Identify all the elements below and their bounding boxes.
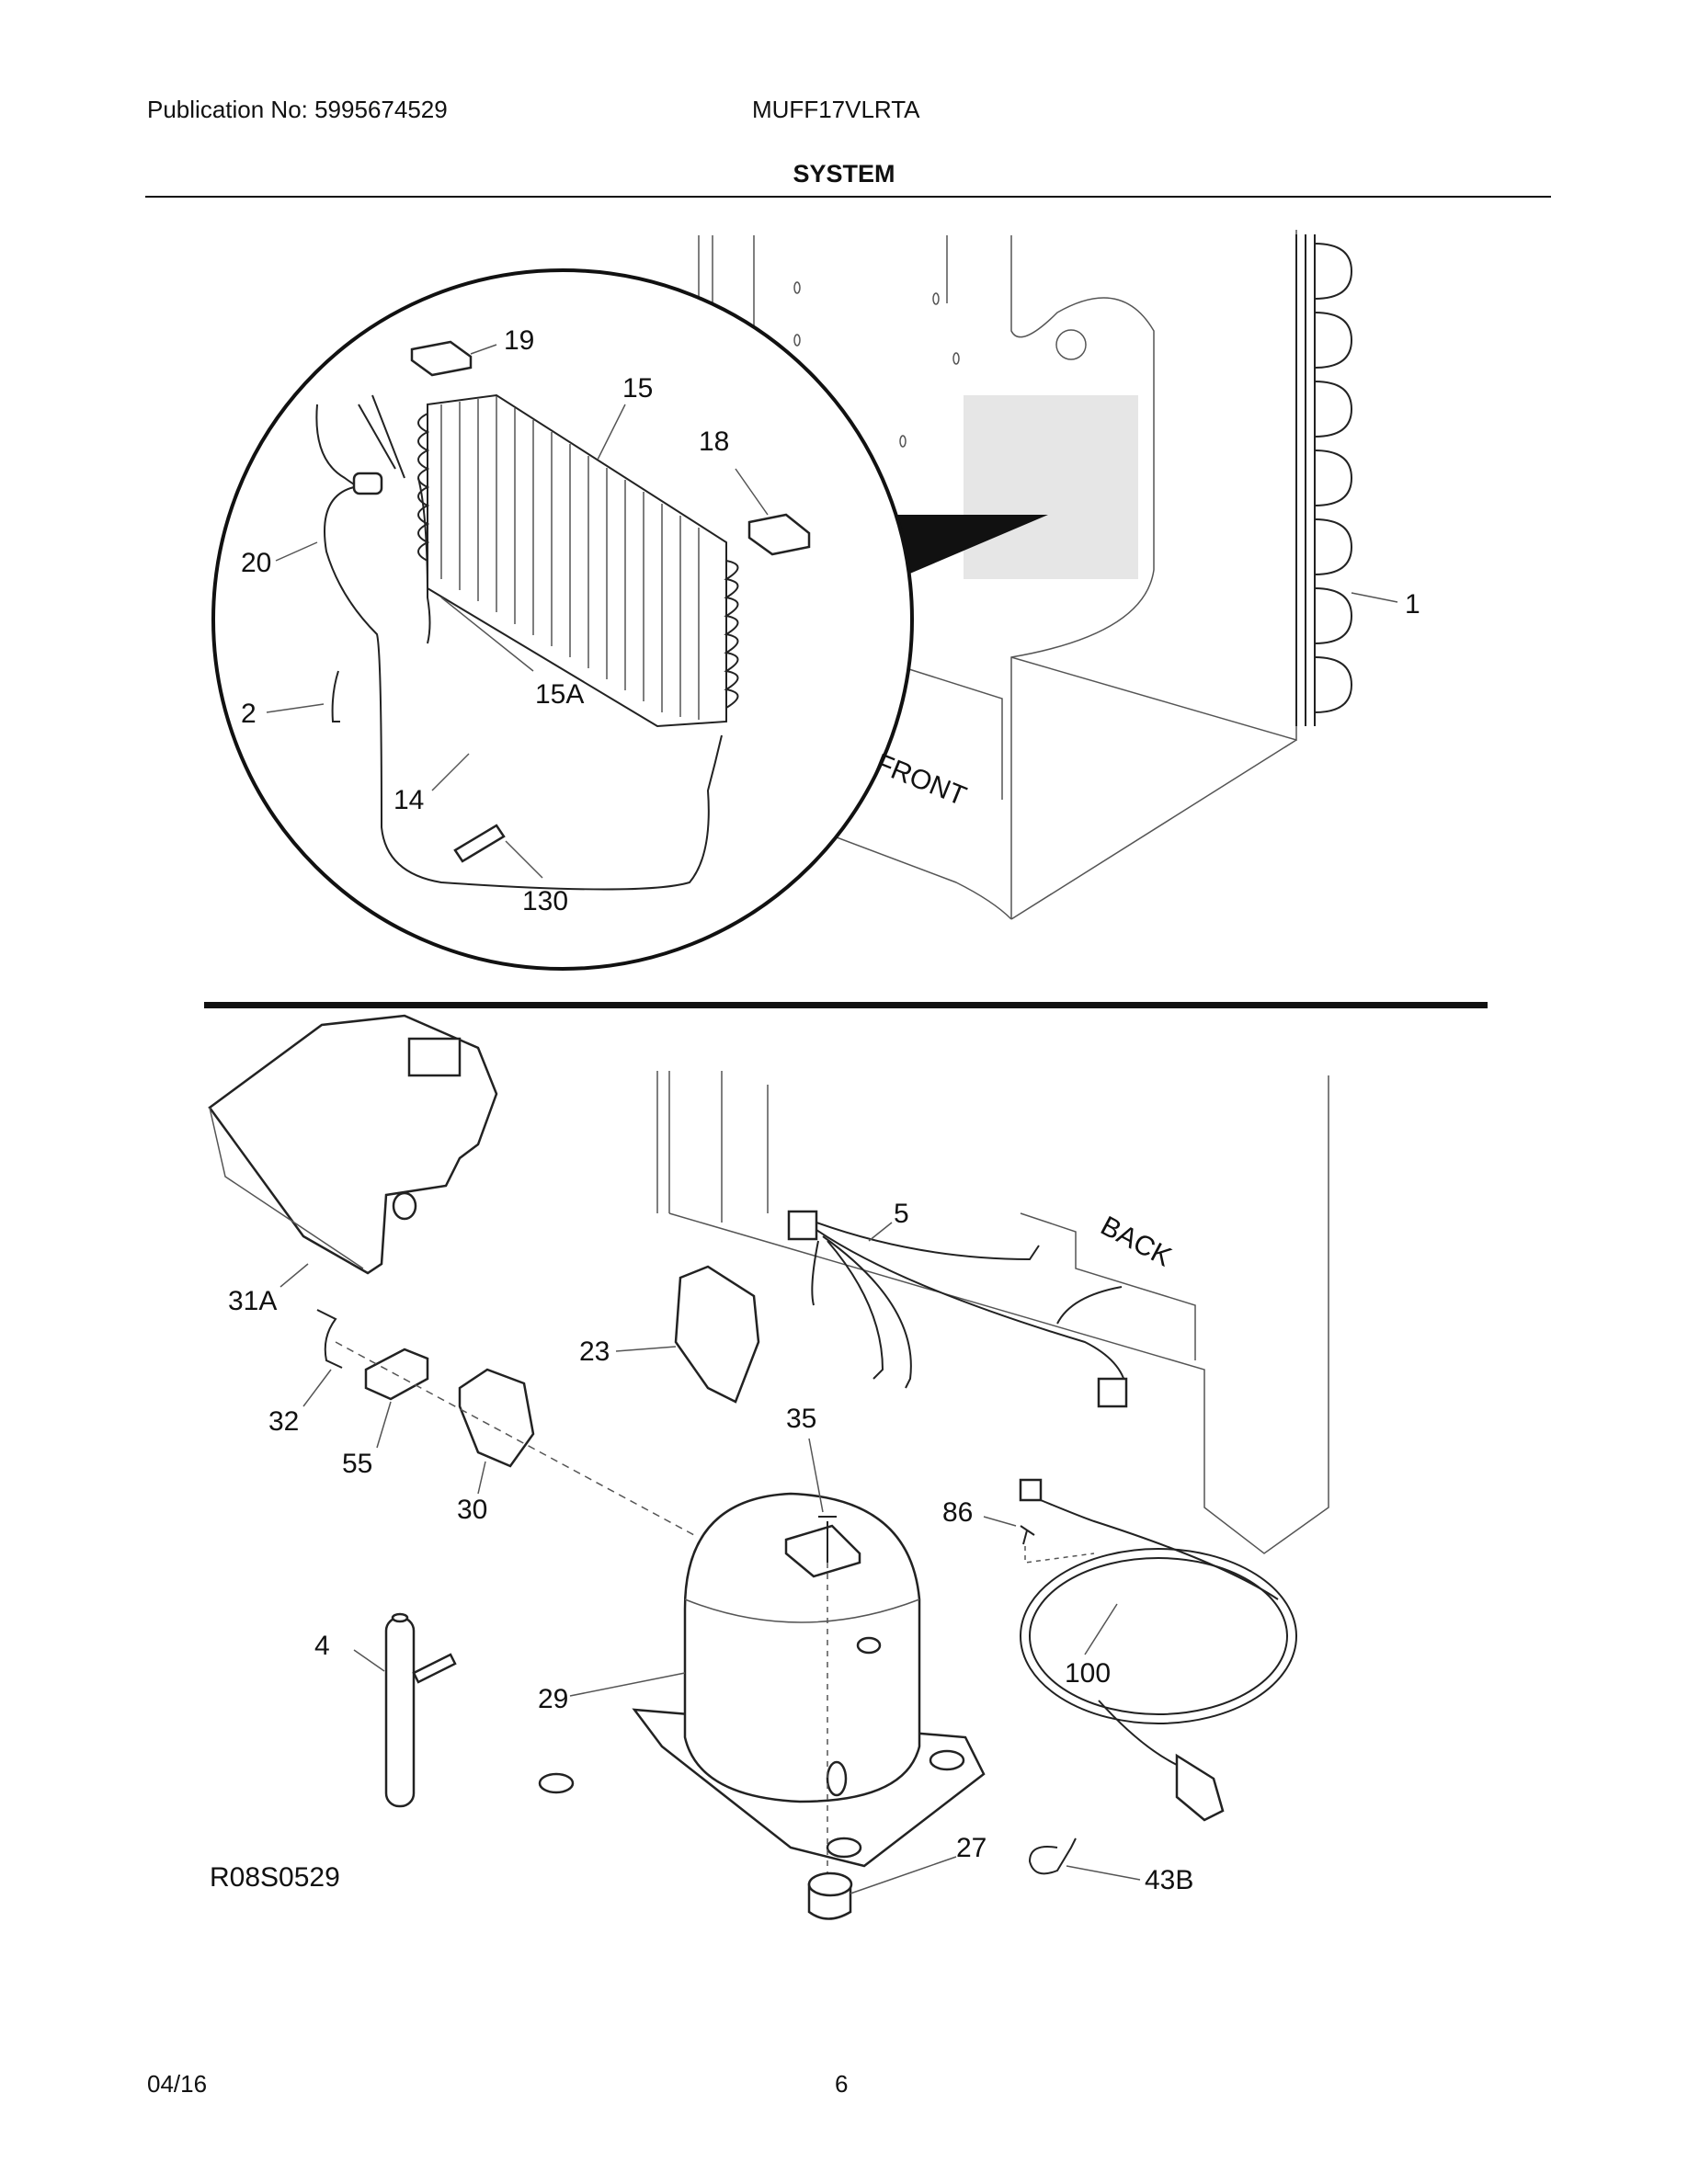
back-label: BACK: [1096, 1211, 1177, 1272]
leader-1: [1351, 592, 1398, 603]
callout-43b: 43B: [1145, 1865, 1193, 1895]
callout-30: 30: [457, 1495, 487, 1525]
publication-number: Publication No: 5995674529: [147, 96, 448, 123]
part-43b: [1028, 1837, 1077, 1875]
part-27: [807, 1871, 853, 1920]
dashed-mount-line: [335, 1341, 695, 1536]
part-130: [453, 824, 506, 863]
leader-15a: [440, 597, 534, 672]
section-title: SYSTEM: [793, 160, 895, 188]
part-31a: [208, 1014, 498, 1275]
compressor: [538, 1492, 986, 1868]
leader-35: [808, 1438, 824, 1513]
drawing-number: R08S0529: [210, 1862, 340, 1893]
leader-14: [431, 753, 470, 791]
wiring-harness-upper: [315, 394, 723, 891]
leader-18: [735, 468, 769, 516]
leader-20: [275, 541, 318, 562]
leader-19: [470, 344, 497, 355]
callout-2: 2: [241, 699, 257, 729]
section-divider: [204, 1002, 1488, 1008]
callout-14: 14: [393, 785, 424, 815]
callout-55: 55: [342, 1449, 372, 1479]
wire-harness: [787, 1210, 1128, 1408]
part-19: [410, 340, 473, 377]
leader-100: [1084, 1603, 1118, 1655]
part-4: [384, 1612, 457, 1808]
leader-4: [353, 1649, 385, 1672]
callout-15: 15: [622, 373, 653, 404]
callout-23: 23: [579, 1337, 610, 1367]
callout-20: 20: [241, 548, 271, 578]
leader-43b: [1066, 1865, 1141, 1881]
leader-32: [302, 1369, 332, 1407]
cabinet-back-outline: [656, 1071, 1329, 1554]
part-2: [331, 670, 340, 722]
leader-23: [615, 1346, 677, 1352]
part-35: [818, 1516, 837, 1563]
callout-1: 1: [1405, 589, 1420, 620]
part-86: [1020, 1525, 1035, 1545]
callout-31a: 31A: [228, 1286, 277, 1316]
footer-date: 04/16: [147, 2070, 208, 2098]
callout-27: 27: [956, 1833, 987, 1863]
leader-27: [850, 1856, 957, 1894]
leader-55: [376, 1401, 392, 1449]
leader-31a: [279, 1263, 309, 1288]
part-100: [1019, 1478, 1297, 1822]
callout-32: 32: [268, 1406, 299, 1437]
part-18: [747, 513, 811, 556]
callout-4: 4: [314, 1631, 330, 1661]
title-rule: [145, 196, 1551, 198]
leader-30: [477, 1461, 486, 1495]
condenser-coil: [1295, 234, 1353, 726]
leader-86: [983, 1516, 1017, 1527]
callout-5: 5: [894, 1199, 909, 1229]
part-23: [674, 1265, 760, 1404]
callout-29: 29: [538, 1684, 568, 1714]
leader-2: [266, 703, 325, 713]
callout-18: 18: [699, 427, 729, 457]
callout-100: 100: [1065, 1658, 1111, 1689]
leader-29: [569, 1672, 686, 1697]
part-20: [352, 472, 383, 495]
callout-130: 130: [522, 886, 568, 916]
front-label: FRONT: [871, 748, 970, 812]
model-number: MUFF17VLRTA: [752, 96, 920, 123]
part-32: [316, 1309, 343, 1369]
callout-86: 86: [942, 1497, 973, 1528]
callout-15a: 15A: [535, 679, 584, 710]
callout-35: 35: [786, 1404, 816, 1434]
leader-15: [597, 404, 626, 461]
callout-19: 19: [504, 325, 534, 356]
page-number: 6: [835, 2070, 849, 2098]
leader-130: [505, 840, 543, 879]
part-30: [458, 1368, 535, 1468]
dashed-86: [1024, 1546, 1095, 1564]
leader-5: [868, 1222, 893, 1242]
